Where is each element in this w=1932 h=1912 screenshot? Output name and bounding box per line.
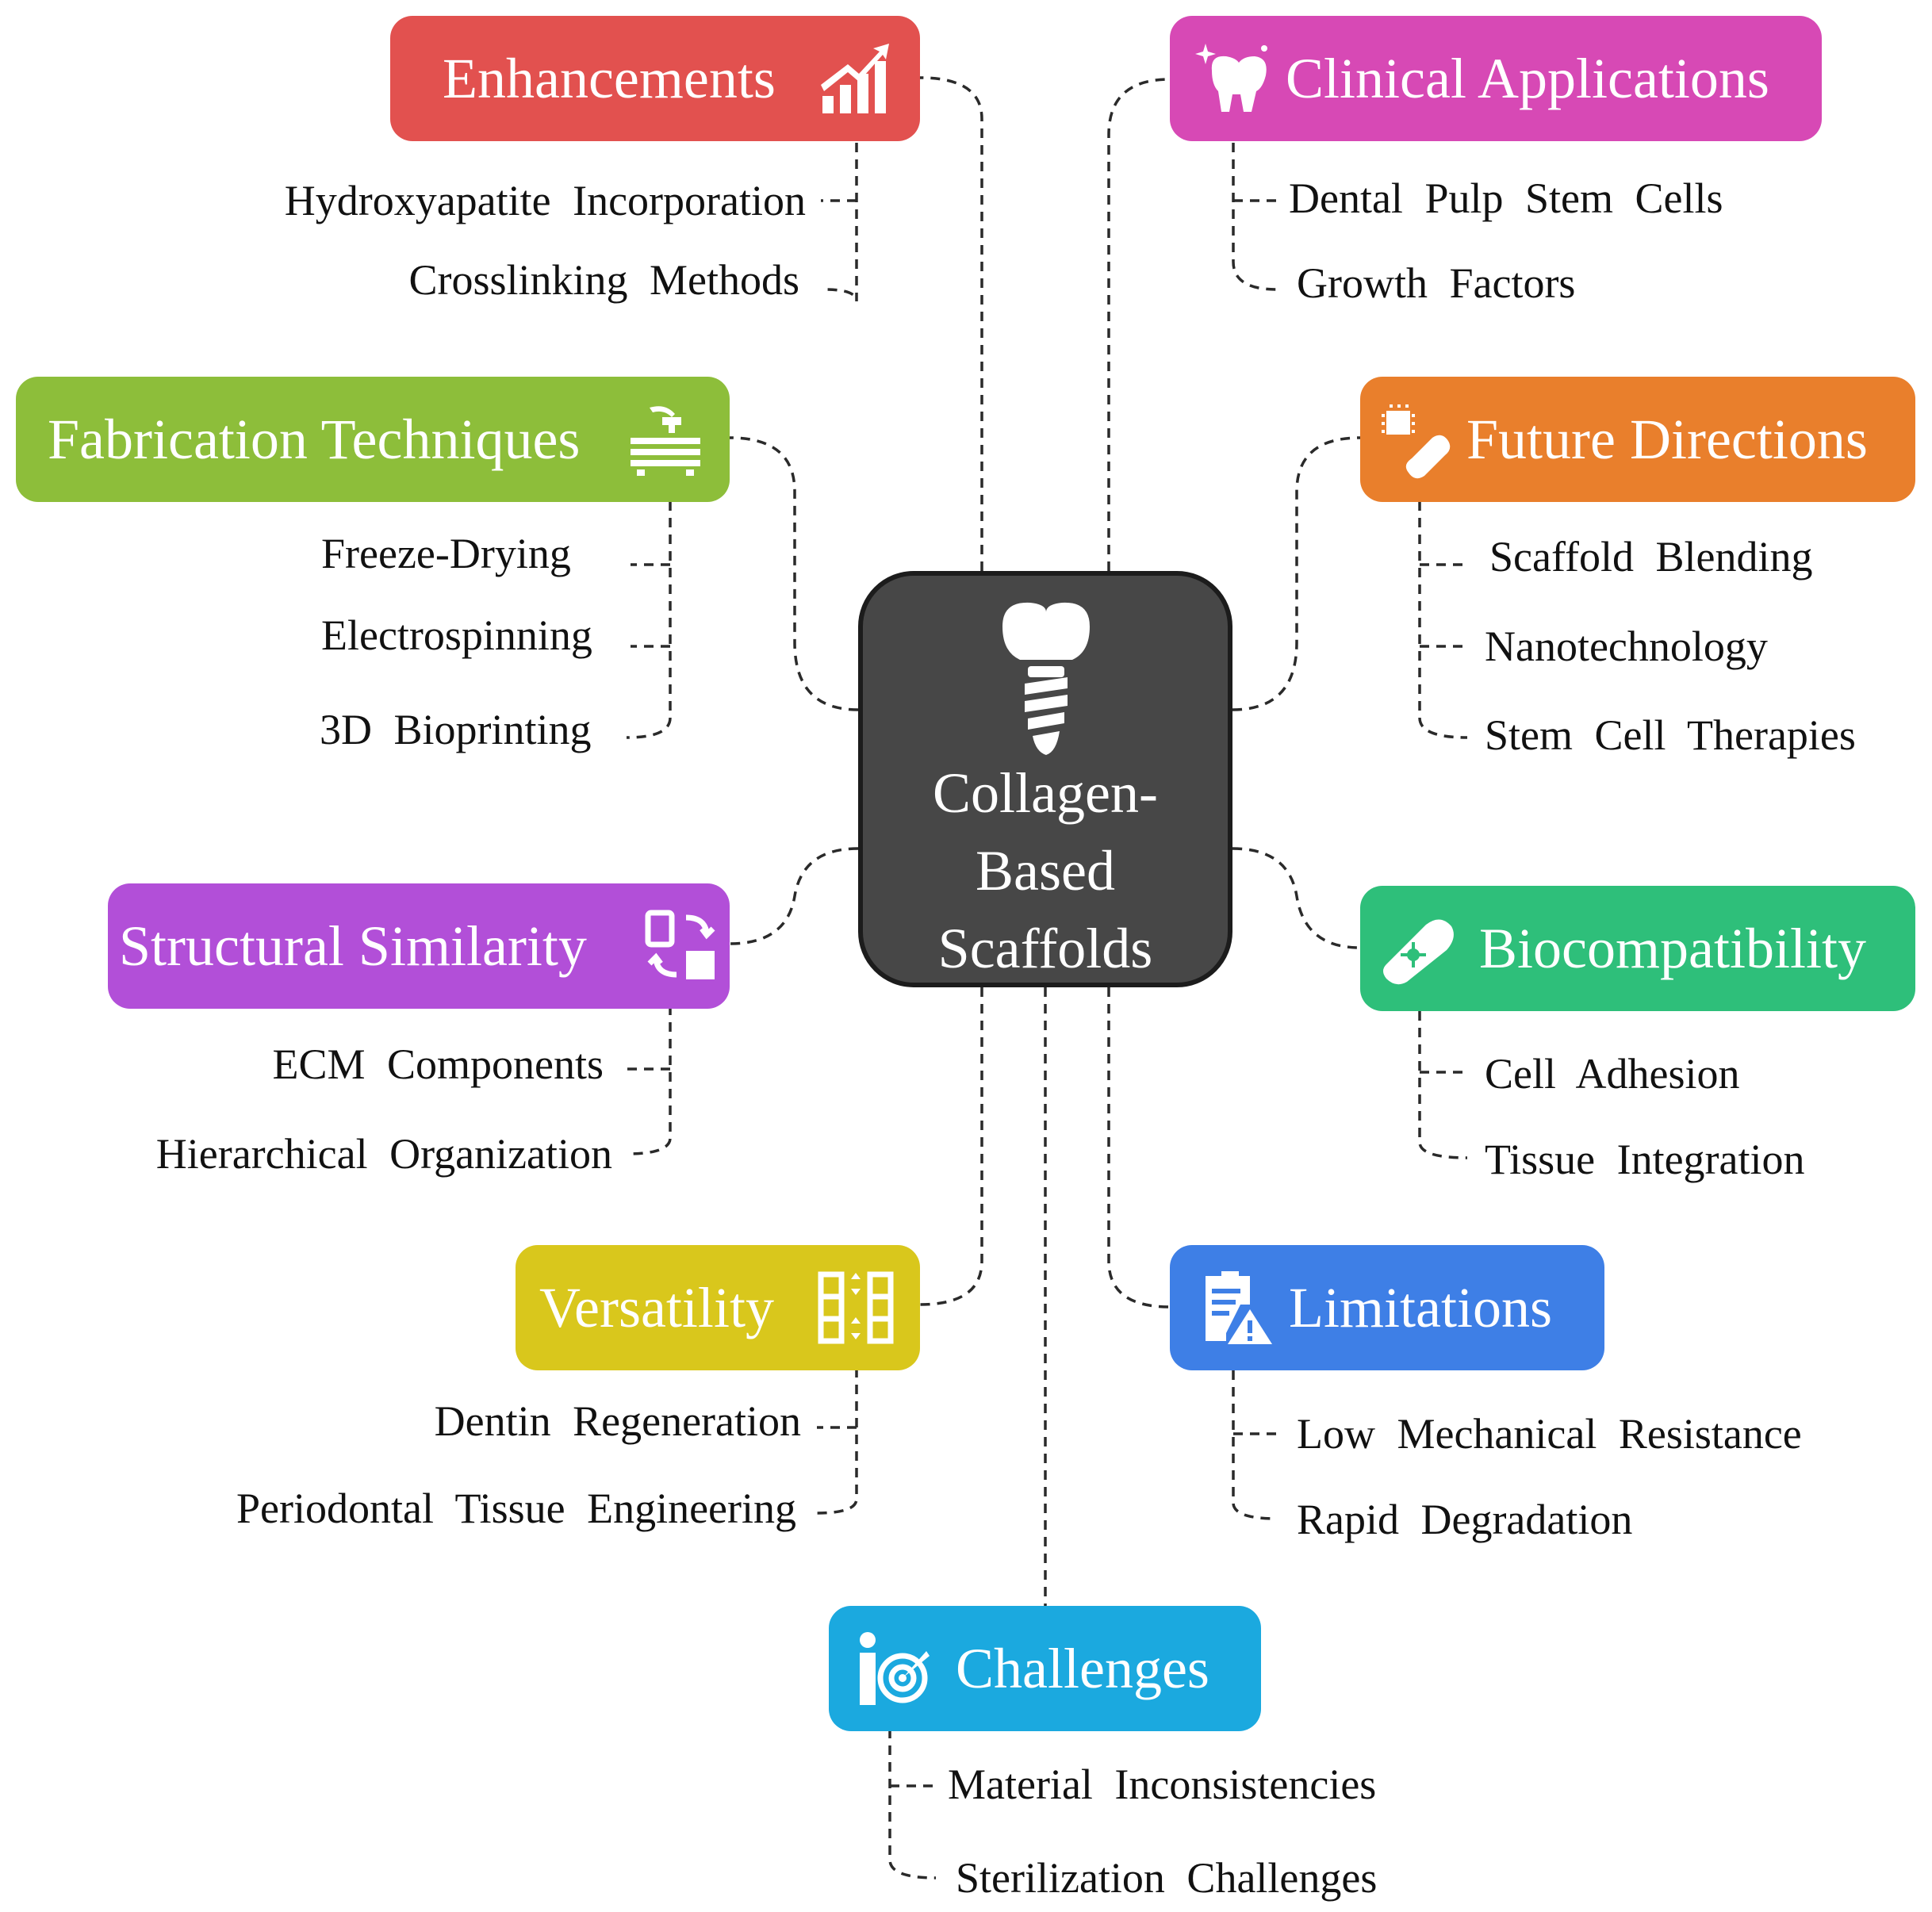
category-label: Limitations — [1289, 1275, 1552, 1339]
category-structural-similarity: Structural Similarity — [108, 883, 730, 1009]
item-sterilization-challenges: Sterilization Challenges — [956, 1854, 1378, 1902]
item-electrospinning: Electrospinning — [321, 611, 592, 659]
person-target-icon — [849, 1625, 937, 1712]
category-challenges: Challenges — [829, 1606, 1261, 1731]
item-dentin-regeneration: Dentin Regeneration — [434, 1397, 801, 1445]
connector-biocompatibility — [1232, 847, 1361, 949]
item-periodontal-tissue-engineering: Periodontal Tissue Engineering — [236, 1485, 796, 1532]
connector-structural-similarity — [729, 847, 859, 945]
item-cell-adhesion: Cell Adhesion — [1485, 1050, 1740, 1098]
category-label: Enhancements — [443, 46, 776, 110]
category-biocompatibility: Biocompatibility — [1360, 886, 1915, 1011]
category-future-directions: Future Directions — [1360, 377, 1915, 502]
layout-arrange-icon — [812, 1264, 899, 1351]
capsule-icon — [1374, 905, 1462, 992]
category-limitations: Limitations — [1170, 1245, 1604, 1370]
item-crosslinking: Crosslinking Methods — [408, 256, 799, 304]
item-material-inconsistencies: Material Inconsistencies — [948, 1761, 1377, 1808]
3d-printer-icon — [622, 396, 709, 483]
connector-clinical-applications — [1107, 78, 1171, 571]
item-3d-bioprinting: 3D Bioprinting — [320, 706, 592, 753]
category-clinical-applications: Clinical Applications — [1170, 16, 1822, 141]
central-topic-node: Collagen- Based Scaffolds — [858, 571, 1232, 987]
category-label: Challenges — [956, 1636, 1209, 1700]
item-hydroxyapatite: Hydroxyapatite Incorporation — [284, 177, 806, 224]
item-low-mechanical-resistance: Low Mechanical Resistance — [1297, 1410, 1802, 1458]
item-tissue-integration: Tissue Integration — [1485, 1136, 1805, 1183]
connector-future-directions — [1232, 436, 1361, 711]
item-freeze-drying: Freeze-Drying — [321, 530, 571, 577]
item-hierarchical-organization: Hierarchical Organization — [155, 1130, 612, 1178]
category-label: Structural Similarity — [119, 914, 587, 978]
dental-implant-icon — [1002, 602, 1090, 755]
item-ecm-components: ECM Components — [272, 1040, 604, 1088]
category-fabrication-techniques: Fabrication Techniques — [16, 377, 730, 502]
item-nanotechnology: Nanotechnology — [1485, 623, 1768, 670]
item-growth-factors: Growth Factors — [1297, 259, 1576, 307]
category-label: Versatility — [539, 1275, 774, 1339]
category-label: Fabrication Techniques — [48, 407, 581, 471]
category-versatility: Versatility — [516, 1245, 920, 1370]
category-enhancements: Enhancements — [390, 16, 920, 141]
tooth-sparkle-icon — [1190, 35, 1278, 122]
item-rapid-degradation: Rapid Degradation — [1297, 1496, 1633, 1543]
central-topic-title: Collagen- Based Scaffolds — [933, 761, 1158, 980]
category-label: Clinical Applications — [1286, 46, 1769, 110]
category-label: Biocompatibility — [1479, 916, 1866, 980]
connector-enhancements — [919, 76, 983, 571]
shapes-transform-icon — [638, 902, 725, 990]
document-warning-icon — [1194, 1264, 1281, 1351]
connector-versatility — [919, 987, 983, 1306]
category-label: Future Directions — [1466, 407, 1868, 471]
item-stem-cell-therapies: Stem Cell Therapies — [1485, 711, 1856, 759]
connector-fabrication-techniques — [729, 436, 859, 711]
chip-capsule-icon — [1371, 396, 1459, 483]
item-dental-pulp: Dental Pulp Stem Cells — [1289, 174, 1723, 222]
connector-limitations — [1107, 987, 1171, 1309]
bar-chart-growth-icon — [812, 35, 899, 122]
item-scaffold-blending: Scaffold Blending — [1489, 533, 1813, 580]
